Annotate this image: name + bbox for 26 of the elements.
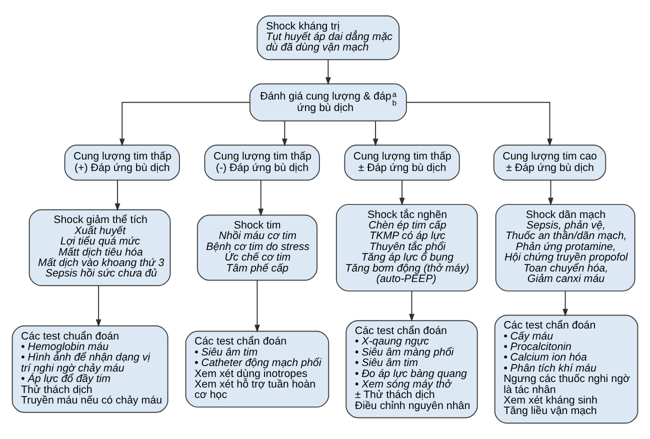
arrow xyxy=(258,180,264,216)
arrow xyxy=(325,59,331,86)
node-box: Các test chuẩn đoán • Hemoglobin máu • Hình ảnh để nhận dạng vị trí nghi ngờ chảy máu • Áp lực đổ đầy tim Thử thách dịch Truyền máu nếu có chảy máu xyxy=(12,325,168,413)
arrow xyxy=(114,180,120,212)
arrow xyxy=(409,290,414,322)
arrow xyxy=(282,120,288,146)
node-box: Shock giảm thể tích Xuất huyết Lợi tiểu quá mức Mấtt dịch tiêu hóa Mất dịch vào khoang thứ 3 Sepsis hồi sức chưa đủ xyxy=(28,209,171,286)
arrow xyxy=(254,280,260,333)
node-box: Các test chẩn đoán • X-qaung ngực • Siêu âm màng phổi • Siêu âm tim • Đo áp lực bàng quang • Xem sóng máy thở ± Thử thách dịch Điều chỉnh nguyên nhân xyxy=(346,320,478,418)
node-box: Cung lượng tim thấp ± Đáp ứng bù dịch xyxy=(344,144,460,181)
node-box: Shock tim Nhồi máu cơ tim Bệnh cơ tim do stress Ức chế cơ tim Tâm phế cấp xyxy=(196,214,318,281)
node-box: Cung lượng tim thấp (-) Đáp ứng bù dịch xyxy=(204,144,320,181)
arrow xyxy=(406,102,552,146)
arrow xyxy=(96,285,102,328)
arrow xyxy=(119,102,250,146)
node-box: Shock kháng trị Tụt huyết áp dai dẳng mặc dù đã dùng vận mạch xyxy=(256,15,400,60)
arrow xyxy=(548,180,554,206)
node-box: Cung lượng tim thấp (+) Đáp ứng bù dịch xyxy=(64,144,180,181)
arrow xyxy=(399,180,405,206)
node-box: Shock tắc nghẽn Chèn ép tim cấp TKMP có áp lực Thuyên tắc phổi Tăng áp lực ổ bụng Tăng bơm động (thở máy) (auto-PEEP) xyxy=(336,204,478,292)
node-box: Shock dãn mạch Sepsis, phản vệ, Thuốc an thần/dãn mạch, Phản ứng protamine, Hội chứng truyền propofol Toan chuyển hóa, Giảm canxi máu xyxy=(495,204,636,292)
arrow xyxy=(372,120,378,146)
node-box: Các test chẩn đoán • Siêu âm tim • Catheter động mạch phổi Xem xét dùng inotropes Xem xét hỗ trợ tuần hoàn cơ học xyxy=(185,330,330,408)
node-box: Các test chẩn đoán • Cấy máu • Procalcitonin • Calcium ion hóa • Phân tích khí máu Ngưng các thuốc nghi ngờ là tác nhân Xem xét kháng sinh Tăng liều vận mạch xyxy=(494,314,638,424)
arrow xyxy=(562,290,568,317)
node-box: Cung lượng tim cao ± Đáp ứng bù dịch xyxy=(493,144,606,181)
